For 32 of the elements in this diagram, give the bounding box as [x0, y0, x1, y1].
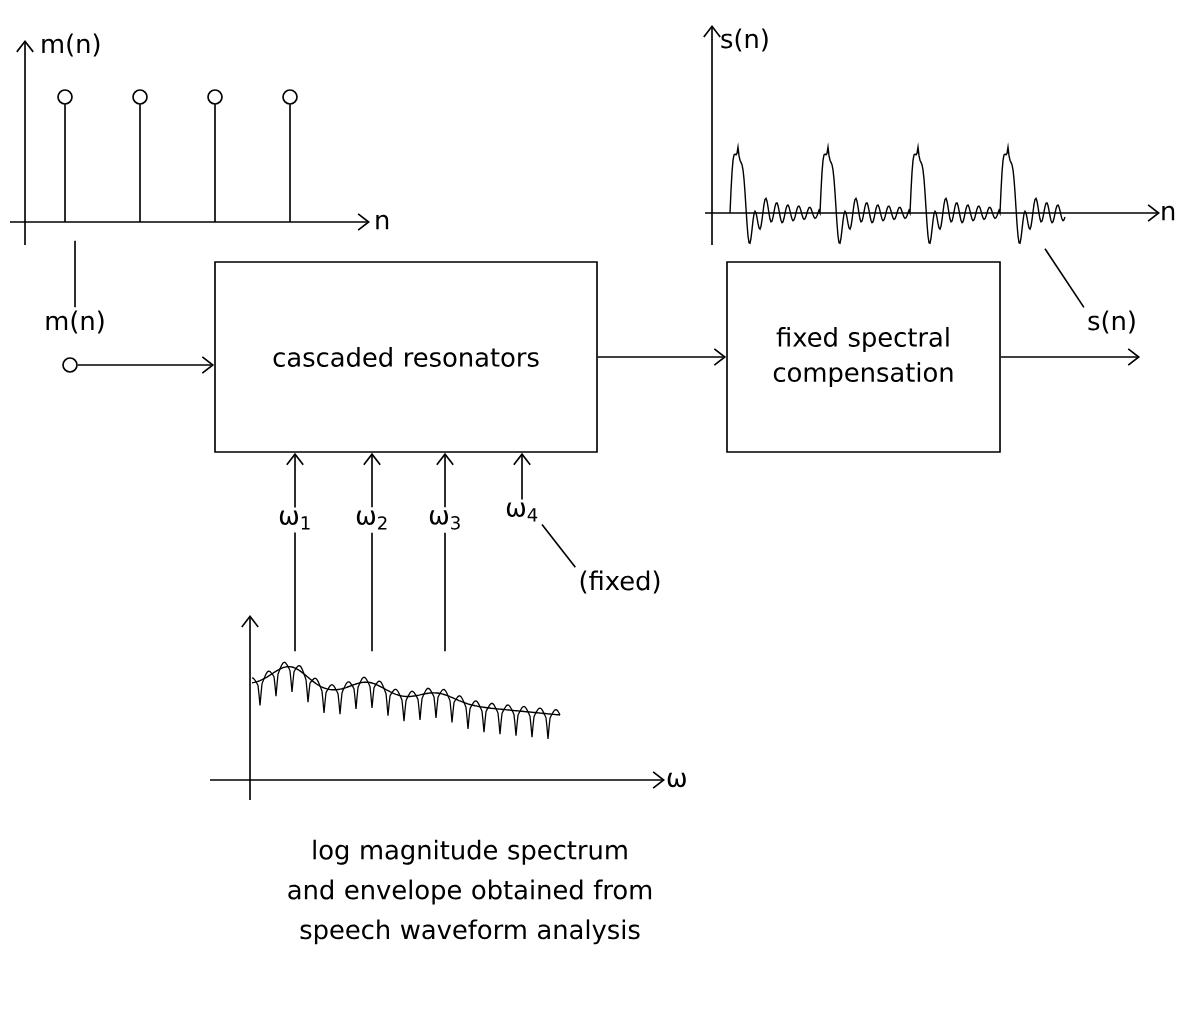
frequency-label: ω$_{3}$: [429, 510, 460, 530]
frequency-label: ω$_{1}$: [279, 510, 310, 530]
arrow: [597, 348, 727, 366]
axis-label: s(n): [721, 28, 768, 52]
axis-label: n: [376, 214, 389, 230]
arrow: [436, 452, 455, 508]
spectrum-drawing: [209, 615, 665, 801]
frequency-label: ω$_{2}$: [356, 510, 387, 530]
leader-line: [371, 531, 373, 652]
arrow: [513, 452, 532, 501]
axis-label: n: [1162, 205, 1175, 221]
leader-line: [74, 240, 76, 309]
arrow: [1000, 348, 1141, 366]
arrow: [363, 452, 382, 509]
note: (fixed): [580, 570, 660, 594]
process-box: cascaded resonators: [214, 261, 598, 453]
leader-line: [1044, 248, 1085, 309]
axis-label: ω: [667, 772, 686, 788]
leader-line: [444, 532, 446, 652]
leader-line: [294, 531, 296, 652]
signal-label: s(n): [1088, 310, 1135, 334]
input-terminal: [62, 357, 78, 373]
signal-label: m(n): [46, 310, 104, 334]
frequency-label: ω$_{4}$: [506, 502, 538, 522]
arrow: [77, 356, 215, 374]
stem-plot-drawing: [9, 33, 370, 246]
arrow: [286, 452, 305, 509]
waveform-drawing: [703, 25, 1160, 246]
description-text: log magnitude spectrum and envelope obtained from speech waveform analysis: [288, 839, 652, 945]
process-box: fixed spectral compensation: [726, 261, 1001, 453]
axis-label: m(n): [42, 33, 100, 57]
leader-line: [541, 523, 577, 569]
